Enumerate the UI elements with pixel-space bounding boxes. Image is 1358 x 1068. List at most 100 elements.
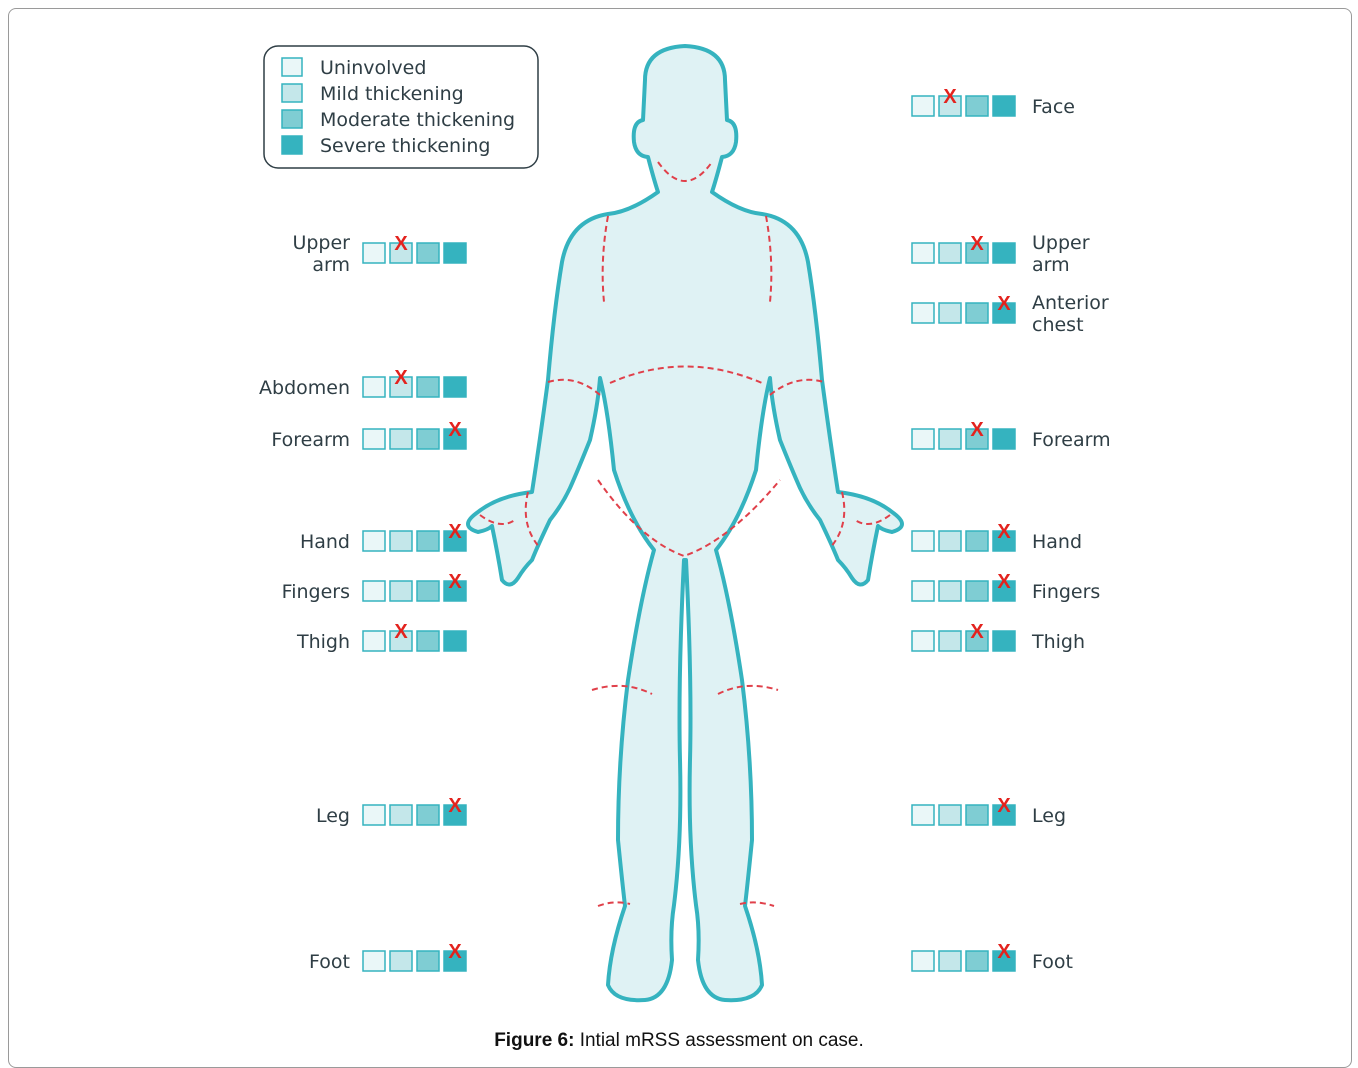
region-label-line2: arm <box>1032 254 1070 276</box>
score-box-1 <box>912 581 934 601</box>
score-box-2 <box>939 243 961 263</box>
score-box-1 <box>912 429 934 449</box>
score-box-1 <box>912 805 934 825</box>
region-label: Upper <box>292 232 350 254</box>
region-score-row: X Foot <box>309 941 466 973</box>
region-score-row: X Abdomen <box>259 367 466 399</box>
region-score-row: X Fingers <box>282 571 466 603</box>
region-label: Thigh <box>296 631 350 653</box>
region-label-line2: arm <box>312 254 350 276</box>
score-box-3 <box>966 951 988 971</box>
caption-text: Intial mRSS assessment on case. <box>574 1030 863 1051</box>
score-box-4 <box>993 96 1015 116</box>
region-label: Face <box>1032 96 1075 118</box>
score-box-2 <box>939 303 961 323</box>
score-box-1 <box>363 377 385 397</box>
region-label: Upper <box>1032 232 1090 254</box>
score-mark: X <box>997 293 1011 315</box>
score-box-1 <box>363 581 385 601</box>
region-score-row: XHand <box>300 521 466 553</box>
region-score-row: X Leg <box>316 795 466 827</box>
score-mark: X <box>997 795 1011 817</box>
score-box-1 <box>363 429 385 449</box>
region-score-row: X Upperarm <box>912 232 1090 276</box>
score-mark: X <box>970 419 984 441</box>
score-box-1 <box>363 805 385 825</box>
region-score-row: X Thigh <box>296 621 466 653</box>
caption-label: Figure 6: <box>494 1030 574 1051</box>
score-mark: X <box>448 521 462 543</box>
region-label: Abdomen <box>259 377 350 399</box>
score-box-3 <box>417 951 439 971</box>
score-mark: X <box>448 571 462 593</box>
score-mark: X <box>394 367 408 389</box>
score-box-4 <box>444 377 466 397</box>
score-box-1 <box>363 243 385 263</box>
score-mark: X <box>970 233 984 255</box>
figure-caption: Figure 6: Intial mRSS assessment on case… <box>0 1030 1358 1052</box>
left-side-scores: XUpperarmXAbdomenXForearmXHandXFingersXT… <box>259 232 466 973</box>
score-box-4 <box>444 631 466 651</box>
region-label: Forearm <box>271 429 350 451</box>
legend-swatch <box>282 58 302 76</box>
region-score-row: X Leg <box>912 795 1066 827</box>
body-outline <box>468 46 902 1000</box>
score-box-4 <box>993 631 1015 651</box>
score-box-3 <box>417 429 439 449</box>
legend-label: Uninvolved <box>320 57 426 79</box>
region-label: Fingers <box>282 581 350 603</box>
region-label: Leg <box>1032 805 1066 827</box>
score-box-3 <box>417 531 439 551</box>
score-box-2 <box>390 429 412 449</box>
score-box-2 <box>939 581 961 601</box>
score-box-1 <box>912 531 934 551</box>
score-box-4 <box>444 243 466 263</box>
score-box-1 <box>912 303 934 323</box>
region-label: Leg <box>316 805 350 827</box>
score-box-1 <box>912 951 934 971</box>
legend-label: Mild thickening <box>320 83 464 105</box>
region-label: Foot <box>309 951 350 973</box>
region-label: Fingers <box>1032 581 1100 603</box>
score-mark: X <box>394 621 408 643</box>
score-mark: X <box>997 941 1011 963</box>
score-box-1 <box>363 531 385 551</box>
score-mark: X <box>448 795 462 817</box>
score-box-2 <box>939 429 961 449</box>
score-mark: X <box>997 571 1011 593</box>
score-box-1 <box>363 951 385 971</box>
score-mark: X <box>448 941 462 963</box>
score-box-2 <box>939 531 961 551</box>
region-label: Anterior <box>1032 292 1109 314</box>
region-label: Foot <box>1032 951 1073 973</box>
score-box-1 <box>912 96 934 116</box>
score-box-2 <box>939 631 961 651</box>
score-box-3 <box>966 805 988 825</box>
score-box-1 <box>912 243 934 263</box>
score-box-3 <box>966 581 988 601</box>
legend-swatch <box>282 136 302 154</box>
region-label: Forearm <box>1032 429 1111 451</box>
score-box-3 <box>417 377 439 397</box>
body-silhouette <box>468 46 902 1000</box>
score-box-3 <box>417 581 439 601</box>
score-box-2 <box>390 951 412 971</box>
score-mark: X <box>448 419 462 441</box>
region-score-row: X Foot <box>912 941 1073 973</box>
score-box-2 <box>390 531 412 551</box>
score-box-2 <box>390 581 412 601</box>
score-box-2 <box>939 951 961 971</box>
region-label: Hand <box>1032 531 1082 553</box>
legend-swatch <box>282 84 302 102</box>
legend-label: Severe thickening <box>320 135 490 157</box>
score-box-1 <box>363 631 385 651</box>
score-box-3 <box>417 805 439 825</box>
legend-swatch <box>282 110 302 128</box>
